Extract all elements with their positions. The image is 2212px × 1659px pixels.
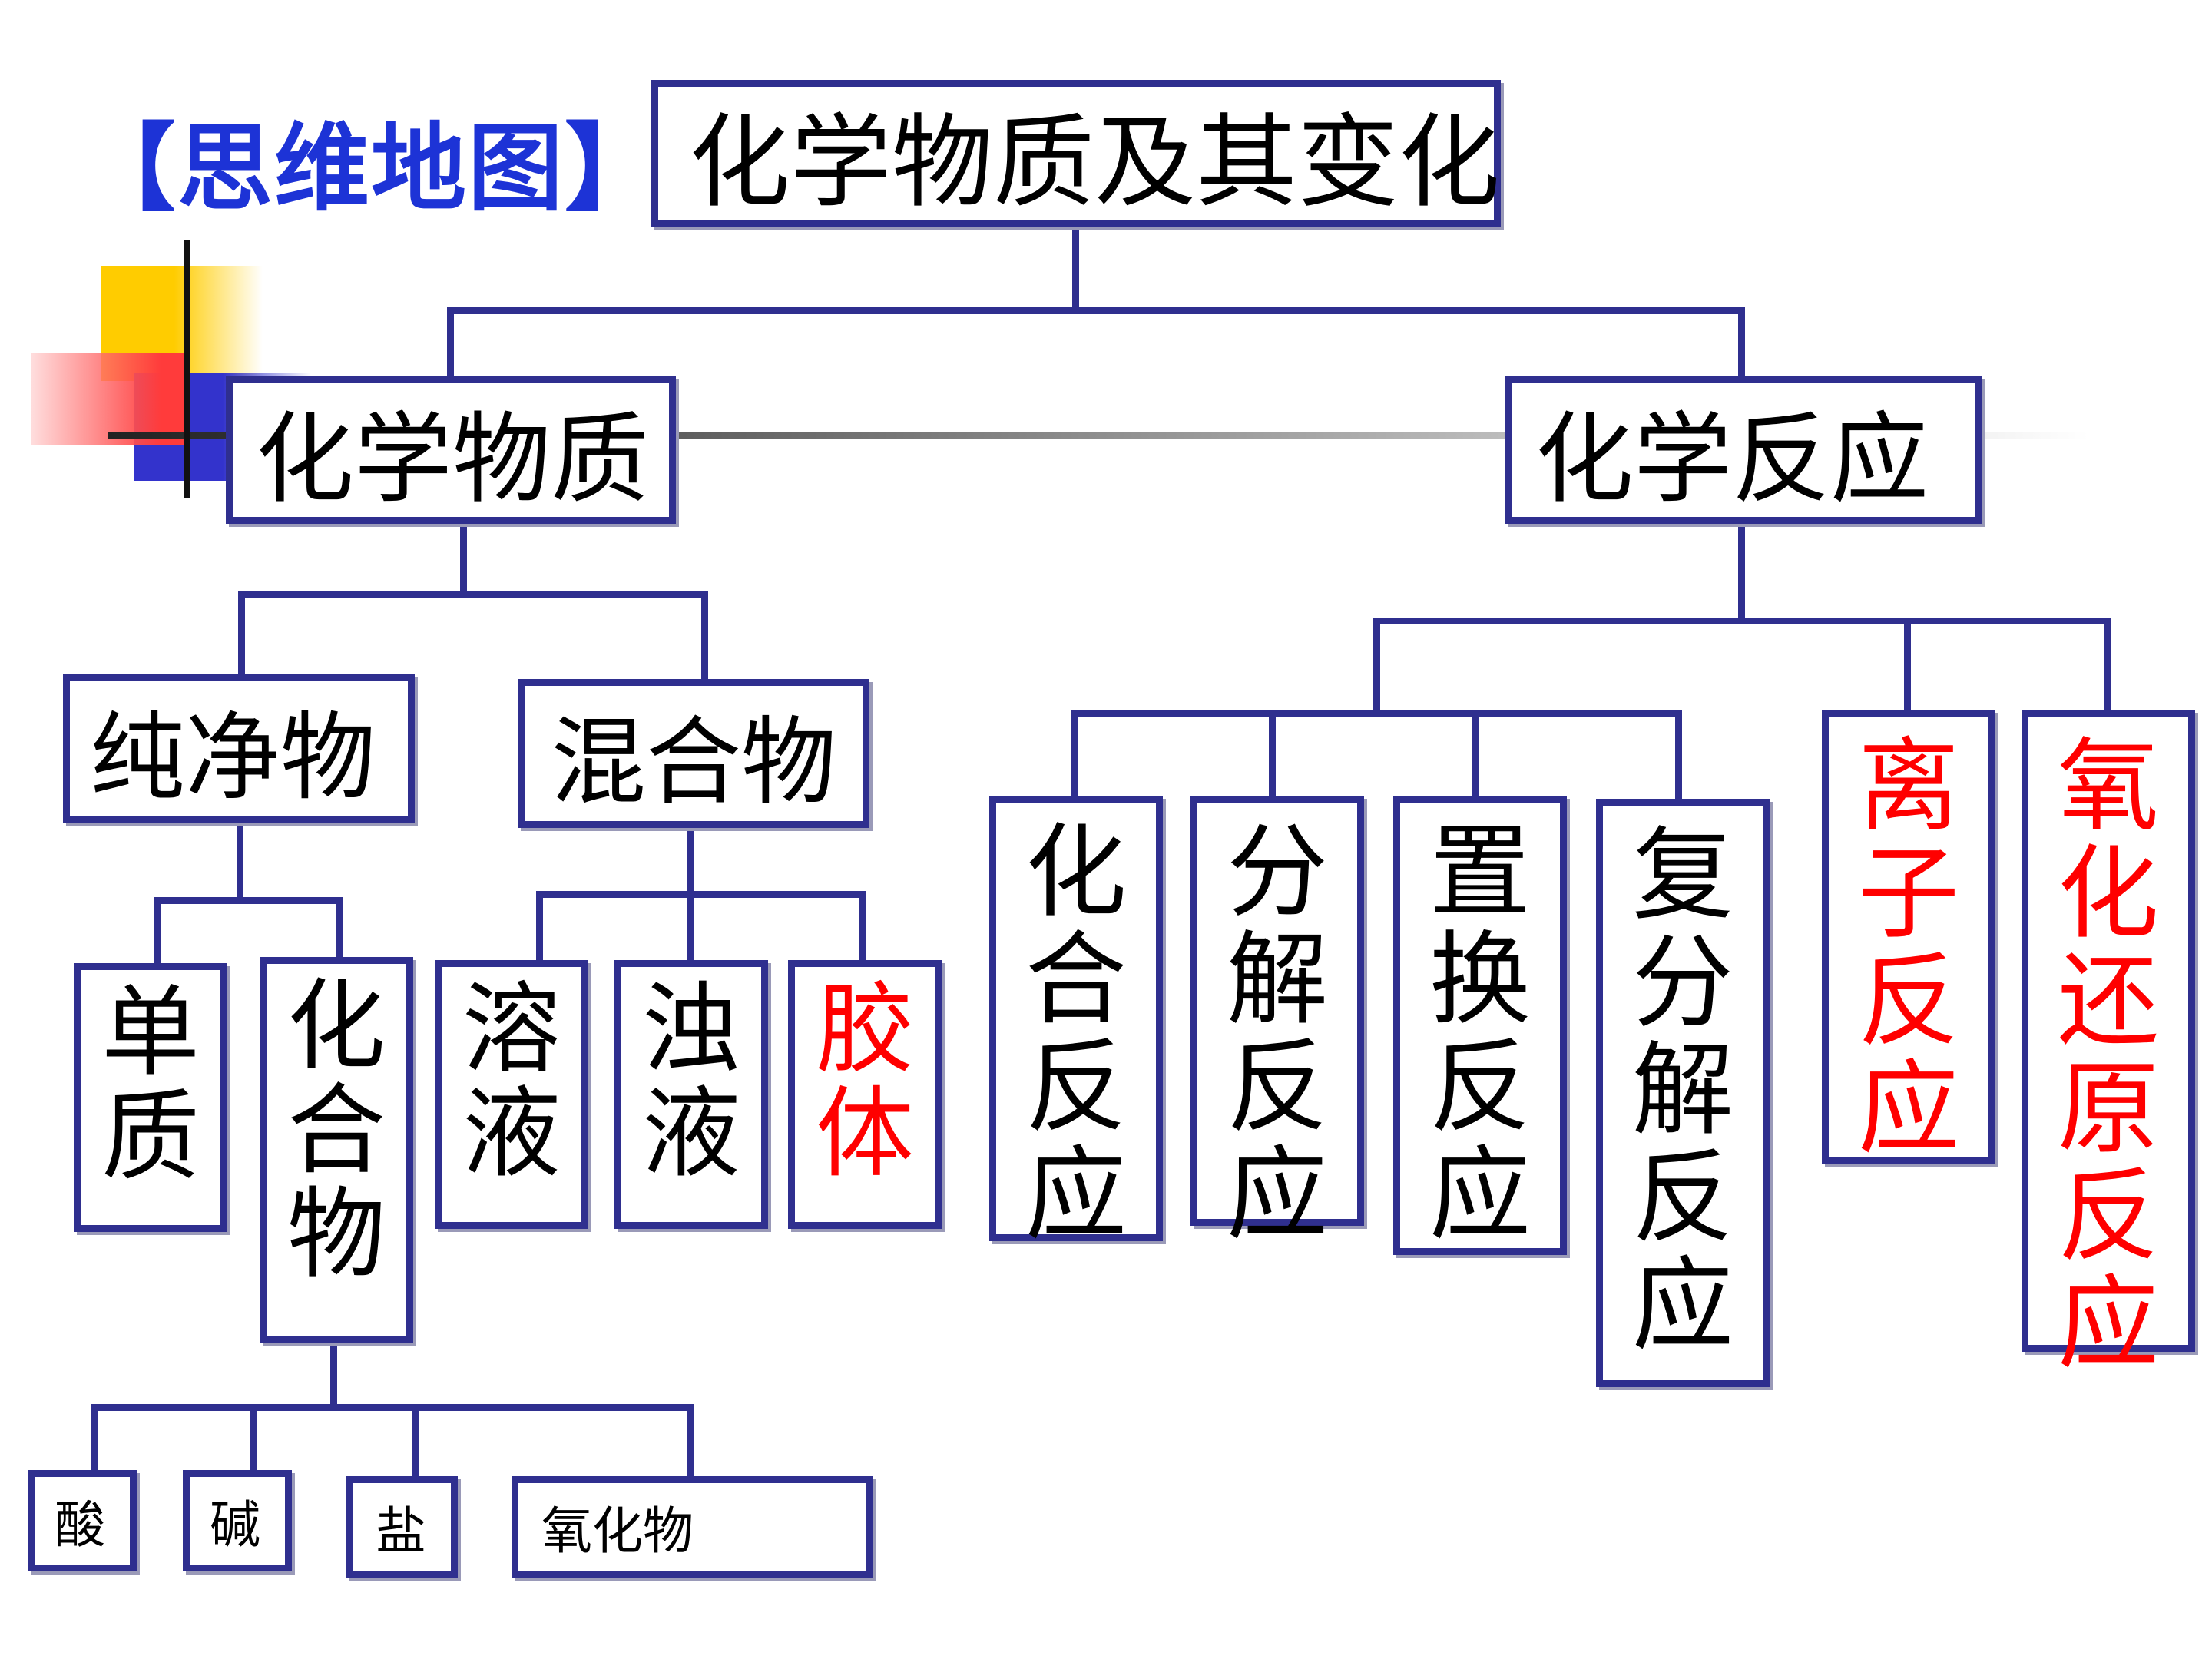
- connector: [1472, 710, 1479, 802]
- mixture-node: 混合物: [518, 679, 869, 828]
- connector: [687, 1404, 694, 1479]
- double-decomposition-reaction-node: 复分解反应: [1596, 799, 1770, 1387]
- connector: [460, 524, 467, 596]
- decor-red-square: [31, 353, 184, 445]
- compound-label: 化合物: [286, 969, 386, 1293]
- connector: [154, 897, 161, 971]
- base-node: 碱: [183, 1470, 292, 1571]
- connector: [154, 897, 343, 904]
- element-label: 单质: [101, 975, 200, 1194]
- salt-label: 盐: [376, 1502, 426, 1561]
- suspension-node: 浊液: [614, 960, 768, 1229]
- connector: [701, 591, 708, 680]
- substances-label: 化学物质: [256, 402, 650, 517]
- reactions-node: 化学反应: [1505, 376, 1982, 524]
- solution-node: 溶液: [435, 960, 588, 1229]
- acid-label: 酸: [55, 1495, 105, 1555]
- connector: [447, 307, 454, 378]
- connector: [1675, 710, 1682, 803]
- connector: [1738, 522, 1745, 624]
- displacement-reaction-node: 置换反应: [1393, 796, 1567, 1255]
- redox-reaction-node: 氧化还原反应: [2022, 710, 2195, 1378]
- reactions-label: 化学反应: [1535, 402, 1929, 517]
- connector: [336, 897, 343, 963]
- connector: [412, 1404, 419, 1479]
- connector: [536, 891, 866, 898]
- suspension-label: 浊液: [641, 972, 740, 1191]
- pure-substance-node: 纯净物: [63, 674, 415, 823]
- connector: [1373, 618, 2111, 624]
- double-decomposition-reaction-label: 复分解反应: [1632, 816, 1734, 1365]
- ionic-reaction-label: 离子反应: [1858, 727, 1959, 1168]
- decomposition-reaction-node: 分解反应: [1190, 796, 1364, 1249]
- connector: [250, 1404, 257, 1472]
- connector: [1738, 307, 1745, 378]
- displacement-reaction-label: 置换反应: [1429, 813, 1531, 1254]
- connector: [330, 1343, 337, 1410]
- oxide-label: 氧化物: [541, 1502, 694, 1561]
- connector: [1269, 710, 1276, 802]
- connector: [1072, 227, 1079, 312]
- solution-label: 溶液: [462, 972, 561, 1191]
- salt-node: 盐: [346, 1476, 458, 1578]
- substances-node: 化学物质: [226, 376, 676, 524]
- page-heading: 【思维地图】: [81, 114, 662, 224]
- ionic-reaction-node: 离子反应: [1822, 710, 1995, 1164]
- base-label: 碱: [210, 1495, 260, 1555]
- connector: [1904, 618, 1911, 716]
- combination-reaction-label: 化合反应: [1025, 813, 1127, 1254]
- pure-substance-label: 纯净物: [90, 703, 376, 813]
- connector: [91, 1404, 98, 1473]
- connector: [1071, 710, 1078, 802]
- oxide-node: 氧化物: [512, 1476, 873, 1578]
- compound-node: 化合物: [260, 957, 413, 1343]
- connector: [237, 823, 243, 903]
- connector: [536, 891, 543, 963]
- colloid-node: 胶体: [788, 960, 942, 1229]
- redox-reaction-label: 氧化还原反应: [2058, 727, 2159, 1383]
- connector: [687, 828, 694, 897]
- connector: [238, 591, 245, 676]
- decomposition-reaction-label: 分解反应: [1227, 813, 1328, 1254]
- connector: [687, 891, 694, 963]
- mixture-label: 混合物: [551, 707, 837, 818]
- connector: [447, 307, 1745, 314]
- decor-vertical-rule: [184, 240, 190, 498]
- connector: [238, 591, 708, 598]
- root-node: 化学物质及其变化: [651, 80, 1501, 227]
- connector: [1071, 710, 1682, 717]
- root-label: 化学物质及其变化: [689, 103, 1500, 222]
- connector: [2104, 618, 2111, 716]
- combination-reaction-node: 化合反应: [989, 796, 1163, 1249]
- connector: [859, 891, 866, 963]
- connector: [1373, 618, 1380, 714]
- acid-node: 酸: [28, 1470, 137, 1571]
- element-node: 单质: [74, 963, 227, 1232]
- connector: [91, 1404, 694, 1411]
- colloid-label: 胶体: [815, 972, 914, 1191]
- decor-horizontal-rule: [108, 432, 2089, 439]
